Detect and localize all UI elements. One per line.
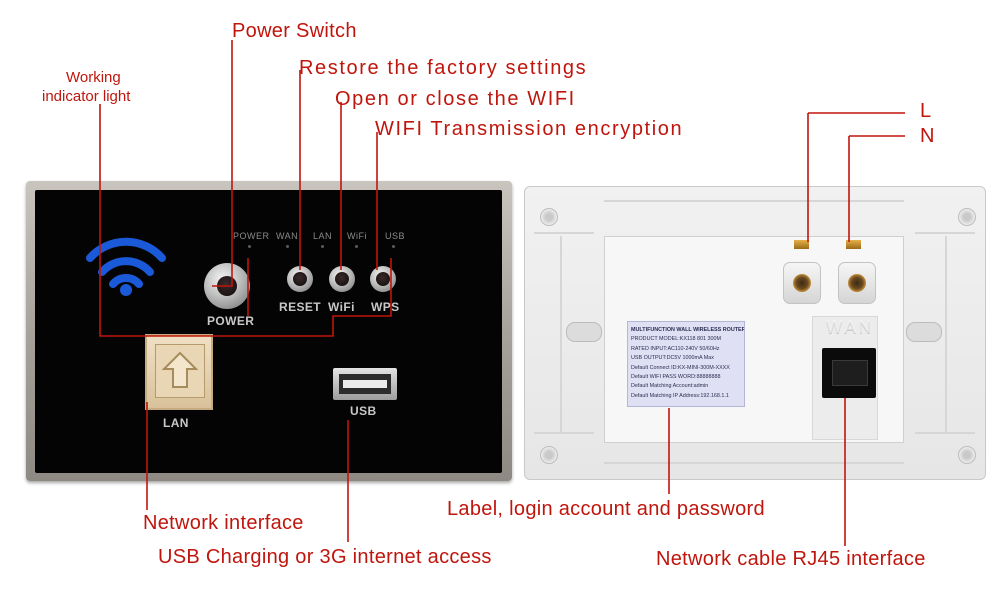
back-rib (534, 432, 594, 434)
wps-button[interactable] (370, 266, 396, 292)
back-rib (534, 232, 594, 234)
led-wifi (355, 245, 358, 248)
info-label-line: Default Matching IP Address:192.168.1.1 (631, 392, 729, 399)
info-label-line: Default Connect ID:KX-MINI-300M-XXXX (631, 364, 730, 371)
info-label-line: RATED INPUT:AC110-240V 50/60Hz (631, 345, 720, 352)
screw-hole (540, 208, 558, 226)
callout-power-switch: Power Switch (232, 20, 357, 42)
mounting-slot (906, 322, 942, 342)
led-label-lan: LAN (313, 231, 333, 241)
back-rib (560, 236, 562, 432)
usb-port-label: USB (350, 404, 377, 418)
terminal-n[interactable] (838, 262, 876, 304)
mounting-slot (566, 322, 602, 342)
info-label-line: MULTIFUNCTION WALL WIRELESS ROUTER (631, 327, 745, 333)
lan-port[interactable] (145, 334, 213, 410)
screw-hole (540, 446, 558, 464)
wifi-button[interactable] (329, 266, 355, 292)
callout-usb-charging: USB Charging or 3G internet access (158, 546, 492, 568)
info-label-line: Default WIFI PASS WORD:88888888 (631, 374, 721, 381)
screw-hole (958, 446, 976, 464)
info-label-line: PRODUCT MODEL:KX118 801 300M (631, 336, 721, 343)
callout-label-login: Label, login account and password (447, 498, 765, 520)
led-power (248, 245, 251, 248)
wps-button-label: WPS (371, 300, 400, 314)
back-rib (945, 236, 947, 432)
callout-wifi-toggle: Open or close the WIFI (335, 88, 576, 110)
info-label-sticker: MULTIFUNCTION WALL WIRELESS ROUTER PRODU… (627, 321, 745, 407)
back-rib (604, 200, 904, 202)
led-label-usb: USB (385, 231, 406, 241)
lan-port-label: LAN (163, 416, 189, 430)
led-lan (321, 245, 324, 248)
led-wan (286, 245, 289, 248)
wan-embossed-label: WAN (826, 318, 875, 337)
screw-hole (958, 208, 976, 226)
callout-network-interface: Network interface (143, 512, 304, 534)
led-usb (392, 245, 395, 248)
callout-working-light-line2: indicator light (42, 88, 131, 105)
callout-working-light-line1: Working (66, 69, 121, 86)
led-label-wan: WAN (276, 231, 299, 241)
power-button[interactable] (204, 263, 250, 309)
callout-rj45: Network cable RJ45 interface (656, 548, 926, 570)
callout-l: L (920, 100, 932, 122)
back-rib (915, 232, 975, 234)
back-rib (915, 432, 975, 434)
rj45-wan-port[interactable] (822, 348, 876, 398)
callout-restore: Restore the factory settings (299, 57, 588, 79)
callout-wps: WIFI Transmission encryption (375, 118, 684, 140)
wifi-button-label: WiFi (328, 300, 355, 314)
usb-port[interactable] (333, 368, 397, 400)
terminal-screw-l (794, 240, 809, 249)
led-label-wifi: WiFi (347, 231, 367, 241)
lan-arrow-icon (161, 351, 199, 388)
reset-button-label: RESET (279, 300, 322, 314)
power-button-label: POWER (207, 314, 255, 328)
terminal-screw-n (846, 240, 861, 249)
info-label-line: USB OUTPUT:DC5V 1000mA Max (631, 355, 714, 362)
terminal-l[interactable] (783, 262, 821, 304)
info-label-line: Default Matching Account:admin (631, 383, 709, 390)
callout-n: N (920, 125, 935, 147)
led-label-power: POWER (233, 231, 270, 241)
reset-button[interactable] (287, 266, 313, 292)
back-rib (604, 462, 904, 464)
